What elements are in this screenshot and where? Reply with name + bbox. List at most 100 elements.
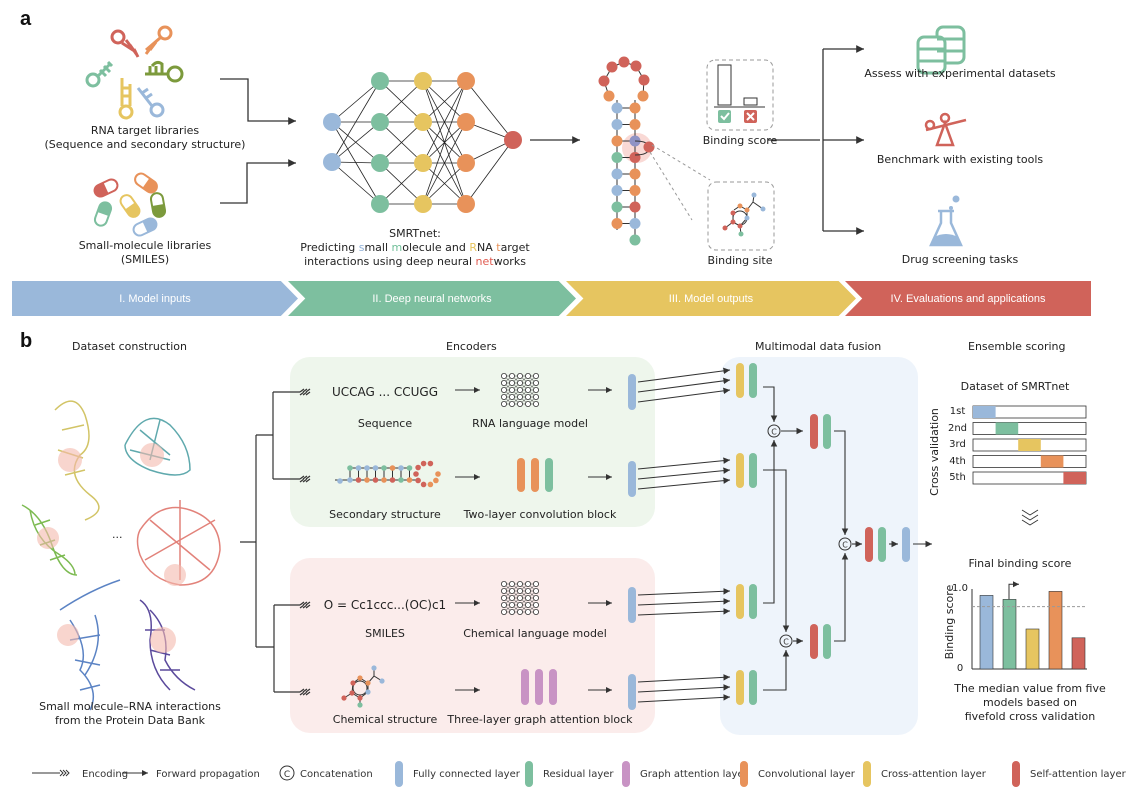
atom (357, 695, 363, 701)
nucleotide (629, 152, 641, 163)
nn-edge (379, 80, 424, 123)
lm-node (508, 400, 515, 407)
nucleotide (389, 477, 396, 483)
molecule-icon (722, 192, 766, 237)
smrtnet-caption-line2: Predicting small molecule and RNA target (290, 241, 540, 255)
lm-node (525, 379, 532, 386)
data-connector (637, 674, 731, 683)
legend-fully-connected: Fully connected layer (395, 760, 520, 788)
data-connector (637, 684, 731, 693)
nn-node (457, 72, 475, 90)
rna-language-model-label: RNA language model (472, 417, 588, 430)
lm-node (500, 393, 507, 400)
nn-edge (379, 121, 424, 164)
data-connector (637, 477, 731, 490)
caption-fragment: NA (476, 241, 497, 254)
nn-edge (331, 80, 381, 123)
lm-node (525, 393, 532, 400)
nucleotide (629, 218, 641, 229)
atom (357, 675, 363, 681)
bar (979, 595, 994, 670)
data-connector (637, 377, 731, 393)
atom (371, 665, 377, 671)
nucleotide (381, 465, 387, 471)
validation-segment (1063, 472, 1086, 484)
legend-label: Concatenation (300, 768, 373, 780)
residual-layer (749, 453, 757, 488)
nn-edge (422, 80, 467, 164)
stage-model-outputs: III. Model outputs (566, 281, 856, 316)
small-molecule-libraries-subtitle: (SMILES) (120, 253, 170, 266)
panel-b-label: b (20, 330, 33, 352)
stage-label: III. Model outputs (668, 292, 754, 305)
lm-node (525, 400, 532, 407)
fusion-arrow (834, 430, 849, 535)
atom (349, 690, 355, 696)
chemical-language-model-label: Chemical language model (463, 627, 607, 640)
encoder-graphics (299, 372, 636, 710)
lm-node (500, 400, 507, 407)
data-connector (637, 597, 731, 606)
lm-node (517, 588, 524, 595)
bar (1002, 599, 1017, 670)
concatenation-icon (838, 537, 852, 551)
self-attention-layer (810, 624, 818, 659)
nucleotide (611, 152, 623, 163)
chevron-down-icon (1021, 509, 1039, 526)
fold-label: 5th (949, 472, 966, 483)
encoding-arrow-icon (299, 688, 311, 696)
lm-node (533, 372, 540, 379)
convolutional-swatch (740, 761, 748, 787)
nucleotide (427, 481, 434, 488)
caption-fragment: works (493, 255, 526, 268)
fold-label: 1st (949, 406, 966, 417)
lm-node (525, 609, 532, 616)
fusion-arrow (763, 650, 790, 691)
residual-layer (823, 624, 831, 659)
sequence-input: UCCAG ... CCUGG (331, 385, 439, 399)
legend-forward-propagation: Forward propagation (120, 760, 260, 788)
nucleotide (611, 135, 623, 147)
nn-node (414, 72, 432, 90)
cross-attention-layer (736, 670, 744, 705)
nn-node (371, 72, 389, 90)
validation-segment (995, 422, 1019, 435)
nn-edge (331, 80, 381, 163)
lm-node (508, 393, 515, 400)
nucleotide (611, 168, 623, 180)
binding-site-label: Binding site (707, 254, 773, 267)
rna-encoder-panel (290, 357, 655, 527)
ytick-max: 1.0 (952, 583, 968, 594)
nucleotide (629, 201, 641, 213)
legend-label: Encoding (82, 768, 129, 780)
lm-node (533, 595, 540, 602)
lm-node (533, 581, 540, 588)
lm-node (525, 588, 532, 595)
fully-connected-layer (902, 527, 910, 562)
nucleotide (629, 119, 641, 130)
smrtnet-caption: SMRTnet: Predicting small molecule and R… (290, 227, 540, 269)
lm-node (525, 595, 532, 602)
panel-a-label: a (20, 8, 32, 30)
atom (341, 695, 347, 701)
chemical-encoder-panel (290, 558, 655, 733)
bar (1025, 628, 1040, 670)
atom (379, 678, 385, 684)
atom (350, 680, 356, 686)
fusion-arrow (834, 553, 849, 642)
legend-label: Convolutional layer (758, 768, 855, 780)
dataset-caption: Small molecule–RNA interactions from the… (20, 700, 240, 728)
lm-node (517, 379, 524, 386)
caption-fragment: olecule and (402, 241, 470, 254)
convolutional-layer (531, 458, 539, 492)
nucleotide (355, 477, 362, 483)
bar (1048, 591, 1063, 670)
rna-hairpin-icon (118, 78, 134, 120)
lm-node (533, 602, 540, 609)
self-attention-layer (810, 414, 818, 449)
nucleotide (611, 119, 623, 130)
lm-node (508, 581, 515, 588)
fold-label: 2nd (947, 422, 968, 434)
residual-layer (749, 363, 757, 398)
